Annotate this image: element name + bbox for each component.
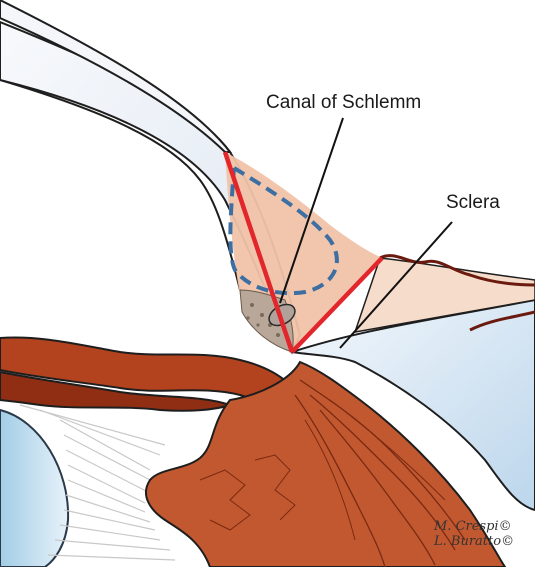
lens xyxy=(0,410,68,567)
sclera-label: Sclera xyxy=(446,192,500,214)
artist-signature-2: L. Buratto© xyxy=(434,535,514,549)
canal-of-schlemm-label: Canal of Schlemm xyxy=(266,92,421,114)
artist-signature-1: M. Crespi© xyxy=(434,520,512,534)
